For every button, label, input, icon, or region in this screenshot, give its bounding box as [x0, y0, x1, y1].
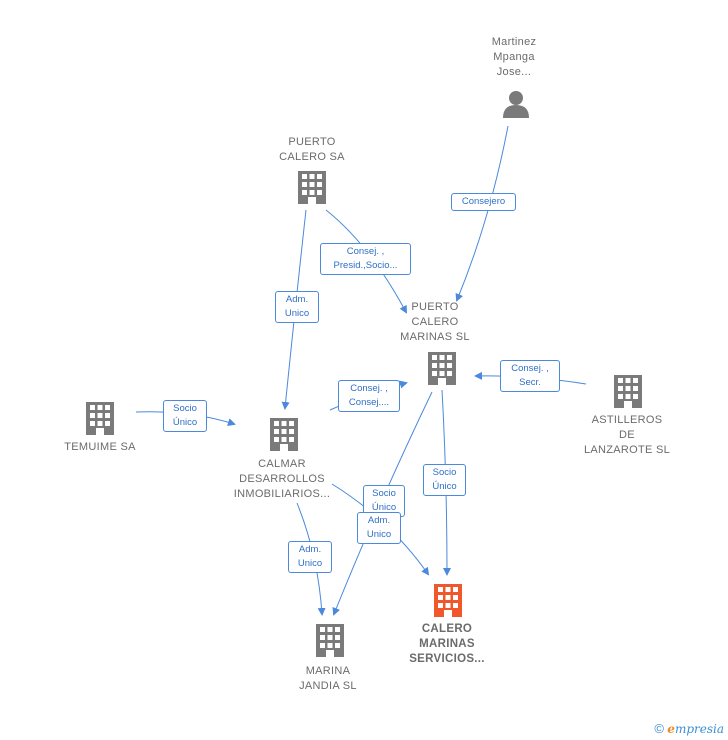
node-label-line: LANZAROTE SL: [583, 444, 671, 456]
node-label-line: CALERO SA: [279, 151, 345, 163]
building-icon-astilleros[interactable]: [614, 375, 642, 408]
node-label-calmar[interactable]: CALMAR DESARROLLOS INMOBILIARIOS...: [222, 457, 342, 502]
footer-brand[interactable]: © empresia: [654, 721, 724, 736]
edge-label-line: Unico: [284, 308, 310, 319]
node-label-line: CALMAR: [258, 458, 306, 470]
node-label-line: TEMUIME SA: [64, 441, 136, 453]
edge-label-line: Adm.: [298, 544, 322, 555]
building-icon-temuime[interactable]: [86, 402, 114, 435]
edge-line-consejero: [455, 125, 509, 302]
edge-label-astilleros-pcm[interactable]: Consej. , Secr.: [500, 360, 560, 392]
building-icon-puerto-calero-sa[interactable]: [298, 171, 326, 204]
node-label-line: INMOBILIARIOS...: [233, 488, 331, 500]
edge-label-pcm-servicios[interactable]: Socio Único: [423, 464, 466, 496]
brand-name: mpresia: [674, 722, 724, 736]
edge-label-line: Único: [172, 417, 198, 428]
copyright-icon: ©: [654, 721, 664, 736]
edge-label-line: Adm.: [285, 294, 309, 305]
edge-label-pcsa-pcm[interactable]: Consej. , Presid.,Socio...: [320, 243, 411, 275]
building-icon-marina-jandia[interactable]: [316, 624, 344, 657]
node-label-line: DE: [619, 429, 635, 441]
node-label-line: SERVICIOS...: [409, 653, 485, 665]
edge-label-line: Socio: [173, 403, 197, 414]
node-label-puerto-calero-marinas[interactable]: PUERTO CALERO MARINAS SL: [385, 300, 485, 345]
edge-label-line: Consej. ,: [350, 383, 388, 394]
edge-label-temuime-calmar[interactable]: Socio Único: [163, 400, 207, 432]
edge-label-calmar-pcm[interactable]: Consej. , Consej....: [338, 380, 400, 412]
node-label-martinez[interactable]: Martinez Mpanga Jose...: [464, 35, 564, 80]
edge-label-line: Único: [432, 481, 457, 492]
edge-label-calmar-jandia[interactable]: Adm. Unico: [288, 541, 332, 573]
edge-label-consejero[interactable]: Consejero: [451, 193, 516, 211]
node-label-line: JANDIA SL: [299, 680, 357, 692]
node-label-line: DESARROLLOS: [239, 473, 325, 485]
node-label-line: Jose...: [496, 66, 532, 78]
edge-label-line: Consej. ,: [511, 363, 549, 374]
edge-label-pcsa-calmar[interactable]: Adm. Unico: [275, 291, 319, 323]
edge-label-line: Consej. ,: [346, 246, 385, 257]
edge-label-calmar-servicios[interactable]: Socio Único: [363, 485, 405, 517]
person-icon[interactable]: [503, 91, 529, 118]
node-label-puerto-calero-sa[interactable]: PUERTO CALERO SA: [262, 135, 362, 165]
node-label-line: MARINAS: [419, 638, 475, 650]
edge-label-pcm-jandia[interactable]: Adm. Unico: [357, 512, 401, 544]
edge-label-line: Socio: [372, 488, 396, 499]
edge-label-line: Unico: [297, 558, 323, 569]
edge-label-line: Secr.: [519, 377, 541, 388]
edge-label-line: Único: [371, 502, 397, 513]
edge-label-line: Socio: [432, 467, 457, 478]
edge-label-line: Unico: [366, 529, 392, 540]
edge-label-line: Adm.: [367, 515, 391, 526]
node-label-line: CALERO: [421, 623, 473, 635]
node-label-line: CALERO: [411, 316, 459, 328]
node-label-line: PUERTO: [411, 301, 459, 313]
node-label-line: MARINA: [305, 665, 351, 677]
building-icon-calmar[interactable]: [270, 418, 298, 451]
edge-label-line: Consej....: [348, 397, 390, 408]
edge-label-line: Consejero: [461, 196, 506, 207]
node-label-line: Mpanga: [493, 51, 535, 63]
node-label-temuime[interactable]: TEMUIME SA: [50, 440, 150, 455]
edge-label-line: Presid.,Socio...: [333, 260, 398, 271]
node-label-marina-jandia[interactable]: MARINA JANDIA SL: [278, 664, 378, 694]
building-icon-calero-servicios[interactable]: [434, 584, 462, 617]
node-label-line: ASTILLEROS: [591, 414, 663, 426]
node-label-calero-servicios[interactable]: CALERO MARINAS SERVICIOS...: [392, 622, 502, 667]
building-icon-puerto-calero-marinas[interactable]: [428, 352, 456, 385]
brand-initial: e: [667, 722, 675, 736]
node-label-line: PUERTO: [288, 136, 336, 148]
node-label-astilleros[interactable]: ASTILLEROS DE LANZAROTE SL: [572, 413, 682, 458]
node-label-line: Martinez: [491, 36, 537, 48]
node-label-line: MARINAS SL: [400, 331, 470, 343]
